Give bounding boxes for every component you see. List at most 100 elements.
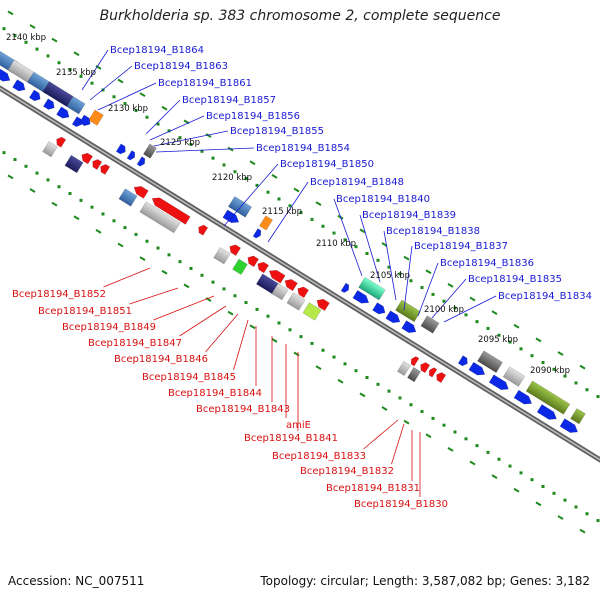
forward-cds-arrow: [352, 290, 370, 304]
tick-mark: [513, 323, 520, 329]
tick-dot: [442, 299, 446, 303]
tick-dot: [519, 347, 523, 351]
forward-label-leader: [153, 130, 229, 147]
tick-mark: [139, 92, 146, 97]
reverse-gene-label: Bcep18194_B1841: [244, 433, 338, 444]
tick-dot: [486, 450, 490, 454]
tick-dot: [211, 156, 215, 160]
tick-mark: [337, 378, 344, 384]
tick-dot: [134, 108, 138, 112]
reverse-gene-label: Bcep18194_B1849: [62, 322, 156, 333]
tick-dot: [552, 491, 556, 495]
tick-dot: [563, 498, 567, 502]
tick-mark: [95, 65, 102, 70]
tick-dot: [211, 280, 215, 284]
tick-dot: [178, 260, 182, 264]
tick-dot: [68, 68, 72, 72]
reverse-gene-label: Bcep18194_B1845: [142, 372, 236, 383]
tick-dot: [178, 136, 182, 140]
feature-block: [477, 350, 503, 373]
tick-dot: [57, 61, 61, 65]
forward-gene-label: Bcep18194_B1857: [182, 95, 276, 106]
tick-dot: [145, 115, 149, 119]
forward-cds-arrow: [252, 228, 262, 239]
feature-block: [213, 247, 231, 265]
tick-dot: [233, 170, 237, 174]
tick-dot: [574, 381, 578, 385]
tick-dot: [167, 253, 171, 257]
tick-dot: [255, 307, 259, 311]
tick-dot: [299, 335, 303, 339]
tick-mark: [7, 174, 14, 180]
tick-dot: [189, 266, 193, 270]
reverse-cds-arrow: [229, 244, 241, 256]
tick-dot: [574, 505, 578, 509]
tick-mark: [51, 201, 58, 207]
forward-cds-arrow: [468, 361, 486, 376]
tick-mark: [447, 447, 454, 452]
feature-block: [139, 201, 181, 234]
forward-cds-arrow: [0, 68, 11, 82]
tick-dot: [167, 129, 171, 133]
forward-cds-arrow: [340, 282, 350, 293]
feature-block: [227, 196, 253, 218]
forward-cds-arrow: [559, 418, 579, 433]
tick-dot: [442, 423, 446, 427]
tick-dot: [398, 272, 402, 276]
tick-dot: [497, 333, 501, 337]
forward-gene-label: Bcep18194_B1839: [362, 210, 456, 221]
tick-dot: [2, 151, 6, 155]
tick-mark: [183, 283, 190, 289]
feature-block: [143, 143, 157, 159]
forward-cds-arrow: [536, 404, 557, 420]
tick-mark: [293, 187, 300, 193]
forward-label-leader: [81, 49, 109, 91]
tick-dot: [244, 301, 248, 305]
scale-label: 2105 kbp: [370, 271, 410, 281]
forward-label-leader: [155, 147, 255, 153]
tick-dot: [519, 471, 523, 475]
forward-label-leader: [333, 198, 363, 277]
tick-dot: [475, 444, 479, 448]
tick-dot: [585, 512, 589, 516]
feature-block: [271, 283, 289, 301]
scale-label: 2110 kbp: [316, 239, 356, 249]
reverse-gene-label: Bcep18194_B1847: [88, 338, 182, 349]
tick-mark: [469, 296, 476, 302]
tick-dot: [596, 519, 600, 523]
reverse-cds-arrow: [56, 136, 67, 148]
forward-label-leader: [359, 214, 381, 283]
scale-label: 2100 kbp: [424, 305, 464, 315]
tick-dot: [486, 326, 490, 330]
forward-gene-label: Bcep18194_B1850: [280, 159, 374, 170]
feature-block: [302, 302, 322, 321]
forward-label-leader: [97, 82, 157, 111]
forward-cds-arrow: [488, 374, 509, 391]
feature-block: [525, 380, 571, 415]
forward-cds-arrow: [29, 89, 41, 102]
reverse-cds-arrow: [284, 279, 298, 292]
gene-labels: Bcep18194_B1864Bcep18194_B1863Bcep18194_…: [12, 45, 592, 510]
tick-dot: [79, 198, 83, 202]
tick-mark: [491, 310, 498, 316]
tick-mark: [513, 487, 520, 493]
feature-block: [407, 367, 421, 383]
reverse-label-leader: [363, 419, 399, 450]
tick-mark: [557, 351, 564, 356]
tick-dot: [24, 164, 28, 168]
feature-block: [286, 292, 306, 311]
feature-block: [570, 408, 586, 425]
reverse-cds-arrow: [133, 186, 149, 199]
tick-dot: [475, 320, 479, 324]
tick-dot: [365, 251, 369, 255]
tick-dot: [431, 416, 435, 420]
tick-mark: [161, 105, 168, 111]
tick-dot: [2, 27, 6, 31]
tick-dot: [420, 286, 424, 290]
tick-mark: [73, 215, 80, 221]
reverse-cds-arrow: [436, 372, 447, 383]
reverse-cds-arrow: [297, 286, 309, 299]
tick-dot: [112, 95, 116, 99]
tick-dot: [299, 211, 303, 215]
